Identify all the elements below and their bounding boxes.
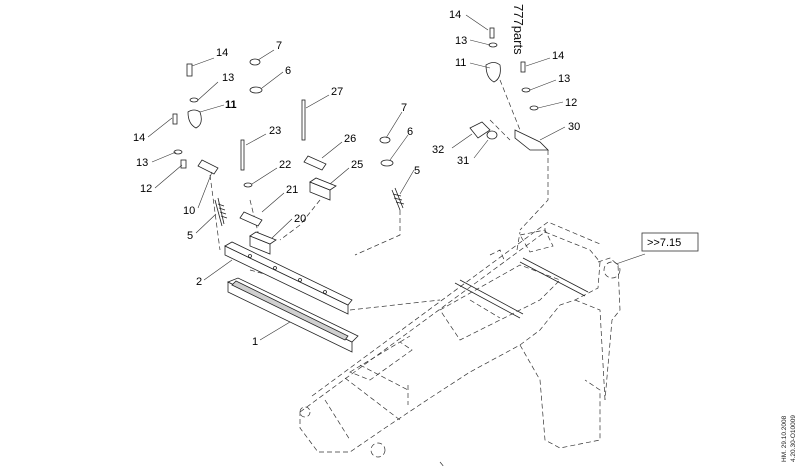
callout-11: 11 [455, 57, 466, 69]
callout-12: 12 [140, 183, 152, 195]
callout-13: 13 [558, 73, 570, 85]
callout-7: 7 [401, 102, 407, 114]
drawing-code: 4.20.30-O10009 [790, 415, 797, 462]
watermark-text: 777parts [511, 4, 526, 55]
callout-23: 23 [269, 125, 281, 137]
callout-30: 30 [568, 121, 580, 133]
reference-label: >>7.15 [647, 237, 681, 249]
callout-13: 13 [222, 72, 234, 84]
drawing-date: HM. 29.10.2008 [781, 415, 788, 462]
callout-5: 5 [187, 230, 193, 242]
callout-7: 7 [276, 40, 282, 52]
reference-box[interactable]: >>7.15 [641, 232, 699, 252]
callout-21: 21 [286, 184, 298, 196]
callout-25: 25 [351, 159, 363, 171]
right-spring-hardware [379, 136, 405, 211]
callout-labels: 14 7 13 6 11 27 23 14 13 12 22 26 21 25 … [133, 9, 580, 348]
callout-13: 13 [136, 157, 148, 169]
callout-22: 22 [279, 159, 291, 171]
callout-27: 27 [331, 86, 343, 98]
callout-14: 14 [216, 47, 228, 59]
part-2-rail-plate [224, 241, 353, 315]
callout-6: 6 [407, 126, 413, 138]
callout-11: 11 [225, 99, 237, 111]
callout-leaders [147, 14, 646, 341]
callout-31: 31 [457, 155, 469, 167]
callout-32: 32 [432, 144, 444, 156]
assembly-guide-lines [209, 79, 549, 311]
callout-12: 12 [565, 97, 577, 109]
callout-20: 20 [294, 213, 306, 225]
boom-frame [299, 221, 621, 468]
center-hardware [239, 58, 337, 255]
callout-13: 13 [455, 35, 467, 47]
callout-5: 5 [414, 165, 420, 177]
callout-6: 6 [285, 65, 291, 77]
callout-2: 2 [196, 276, 202, 288]
callout-10: 10 [183, 205, 195, 217]
callout-26: 26 [344, 133, 356, 145]
right-hardware-stack [469, 27, 549, 151]
callout-14: 14 [552, 50, 564, 62]
callout-14: 14 [133, 132, 145, 144]
part-1-wear-strip [227, 277, 359, 353]
callout-1: 1 [252, 336, 258, 348]
callout-14: 14 [449, 9, 461, 21]
left-hardware-stack [172, 63, 228, 227]
